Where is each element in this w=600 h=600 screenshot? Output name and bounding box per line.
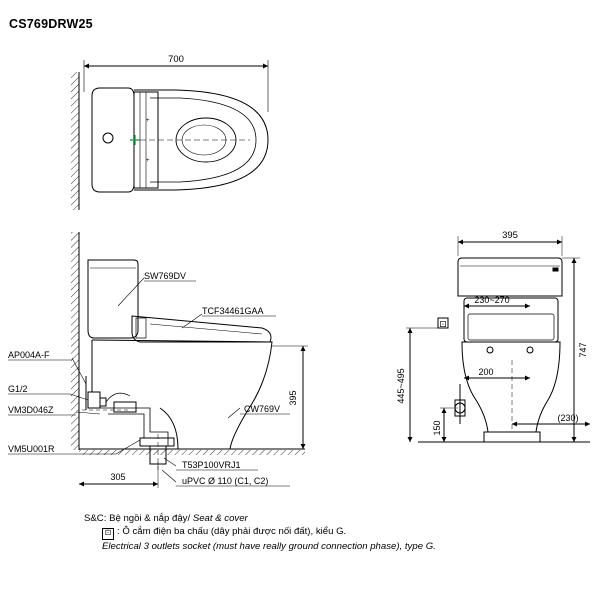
label-vm1: VM3D046Z	[8, 405, 54, 415]
svg-text:+: +	[146, 158, 150, 164]
floor-flange	[139, 437, 175, 447]
flush-button	[102, 132, 114, 144]
side-bowl	[91, 339, 273, 450]
dim-230-270: 230~270	[474, 295, 509, 305]
side-floor-hatch	[79, 450, 305, 455]
front-base	[483, 431, 541, 443]
note-sc-vi: Bệ ngồi & nắp đậy/	[109, 513, 193, 524]
label-t53: T53P100VRJ1	[182, 460, 241, 470]
socket-icon: ⚀	[440, 320, 447, 329]
label-bowl: CW769V	[244, 404, 280, 414]
side-view	[69, 232, 308, 488]
note-sc-prefix: S&C:	[84, 513, 110, 524]
front-tank	[457, 257, 563, 297]
label-g: G1/2	[8, 384, 28, 394]
side-tank	[87, 259, 139, 339]
top-view: + +	[71, 60, 269, 210]
note-socket-en: Electrical 3 outlets socket (must have r…	[102, 541, 436, 552]
dim-230-side: (230)	[557, 413, 578, 423]
trap-connector	[113, 401, 137, 413]
label-seat: TCF34461GAA	[202, 306, 264, 316]
front-view	[406, 236, 590, 443]
dim-700: 700	[168, 54, 184, 65]
top-bowl	[134, 89, 269, 191]
dim-200: 200	[478, 367, 493, 377]
side-seat	[131, 315, 272, 343]
dim-445-495: 445~495	[396, 368, 406, 403]
label-upvc: uPVC Ø 110 (C1, C2)	[182, 476, 268, 486]
label-vm2: VM5U001R	[8, 444, 55, 454]
socket-symbol-icon: ⚀	[102, 528, 114, 540]
front-bowl	[461, 341, 561, 433]
model-title: CS769DRW25	[9, 17, 93, 31]
note-socket: ⚀: Ô cắm điện ba chấu (dây phải được nối…	[84, 525, 436, 540]
svg-text:+: +	[146, 118, 150, 124]
dim-395-side: 395	[288, 390, 298, 405]
dim-747: 747	[578, 342, 588, 357]
side-wall-hatch	[71, 232, 79, 450]
label-tank: SW769DV	[144, 271, 186, 281]
label-ap: AP004A-F	[8, 350, 50, 360]
note-seat-cover: S&C: Bệ ngồi & nắp đậy/ Seat & cover	[84, 512, 436, 525]
stop-valve	[87, 391, 101, 409]
legend-notes: S&C: Bệ ngồi & nắp đậy/ Seat & cover ⚀: …	[84, 512, 436, 553]
top-wall-hatch	[71, 72, 79, 210]
dim-150: 150	[432, 420, 442, 435]
dim-395-front: 395	[502, 230, 518, 241]
note-sc-en: Seat & cover	[192, 513, 248, 524]
dim-305: 305	[110, 472, 125, 482]
note-socket-vi: : Ô cắm điện ba chấu (dây phải được nối …	[117, 526, 347, 537]
